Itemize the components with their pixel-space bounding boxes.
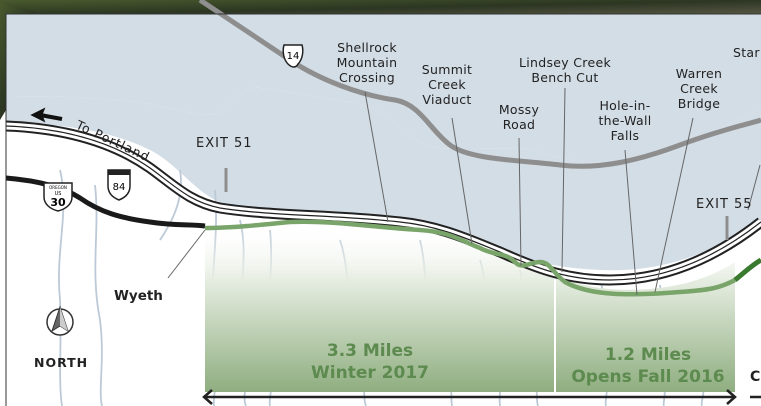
segment-2016-label: 1.2 Miles Opens Fall 2016 — [571, 345, 725, 387]
wa-14-number: 14 — [287, 51, 300, 62]
segment-2017-label: 3.3 Miles Winter 2017 — [311, 341, 429, 383]
north-arrow-icon — [46, 305, 74, 336]
poi-mossy-road: Mossy Road — [498, 102, 540, 132]
wyeth-label: Wyeth — [114, 288, 163, 304]
poi-shellrock: Shellrock Mountain Crossing — [336, 40, 398, 85]
interstate-84-number: 84 — [113, 182, 126, 193]
edge-letter: C — [750, 369, 761, 385]
north-label: NORTH — [34, 355, 89, 370]
poi-starvation: Star — [733, 45, 760, 60]
us-30-shield: OREGON US 30 — [43, 182, 73, 212]
us-30-state: OREGON — [49, 185, 67, 190]
poi-warren-creek: Warren Creek Bridge — [675, 66, 723, 111]
forest-photo-backdrop — [0, 0, 761, 16]
project-area-fill — [205, 223, 735, 392]
dimension-arrow — [202, 389, 761, 405]
columbia-river — [6, 14, 761, 163]
us-30-us: US — [55, 191, 62, 197]
historic-highway-existing — [5, 175, 206, 229]
leader-lines — [167, 87, 761, 296]
state-trail — [204, 219, 737, 297]
exit-55-label: EXIT 55 — [696, 197, 753, 212]
state-trail-east — [733, 257, 761, 282]
wa-14-shield: 14 — [282, 44, 304, 68]
river-lower-band — [6, 87, 761, 271]
poi-hole-in-the-wall: Hole-in- the-Wall Falls — [598, 98, 652, 143]
exit-51-label: EXIT 51 — [196, 136, 253, 151]
poi-summit-creek: Summit Creek Viaduct — [421, 62, 473, 107]
poi-lindsey-creek: Lindsey Creek Bench Cut — [519, 55, 611, 85]
interstate-84-shield: 84 — [107, 169, 131, 201]
us-30-number: 30 — [50, 196, 66, 209]
